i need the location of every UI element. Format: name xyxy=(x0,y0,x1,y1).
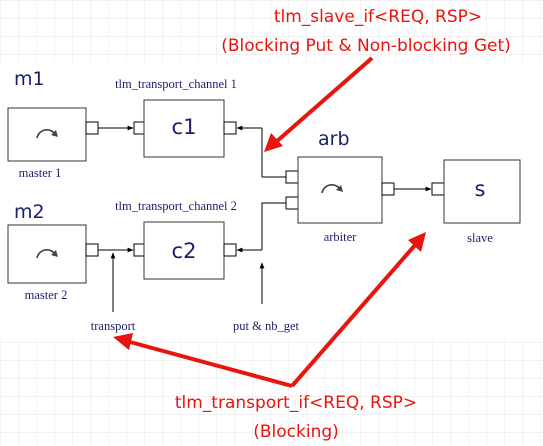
transport-label: transport xyxy=(91,319,136,333)
channel-1-label: tlm_transport_channel 1 xyxy=(115,77,237,91)
c1-output-port xyxy=(223,121,237,135)
arbiter-input-port-2 xyxy=(285,196,299,210)
slave-if-arrow xyxy=(264,56,374,152)
wire-arbiter-c1 xyxy=(261,128,286,178)
wire-arbiter-c2 xyxy=(261,202,286,250)
master-1-port xyxy=(85,121,99,135)
slave-label: slave xyxy=(467,231,493,245)
master-2-port xyxy=(85,243,99,257)
slave-if-subtitle: (Blocking Put & Non-blocking Get) xyxy=(221,36,511,56)
c2-output-port xyxy=(223,243,237,257)
slave-box xyxy=(443,159,521,224)
master-1-block xyxy=(7,107,99,162)
master-1-label: master 1 xyxy=(19,166,62,180)
process-icon xyxy=(36,129,58,139)
master-1-box xyxy=(7,107,87,162)
c2-input-port xyxy=(133,243,145,257)
c1-name: c1 xyxy=(172,115,197,139)
put-nb-get-label: put & nb_get xyxy=(233,319,299,333)
module-name-m2: m2 xyxy=(14,201,45,223)
process-icon xyxy=(36,249,58,259)
slave-name: s xyxy=(475,177,486,201)
master-2-block xyxy=(7,224,99,284)
channel-c2-block: c2 xyxy=(133,221,237,280)
slave-input-port xyxy=(431,182,445,196)
transport-if-arrow xyxy=(113,232,426,388)
module-name-arb: arb xyxy=(318,128,350,150)
arbiter-output-port xyxy=(381,182,395,196)
c2-name: c2 xyxy=(172,239,197,263)
arbiter-block xyxy=(285,156,395,224)
arbiter-label: arbiter xyxy=(324,230,357,244)
slave-if-title: tlm_slave_if<REQ, RSP> xyxy=(274,7,482,27)
connections xyxy=(98,125,432,312)
slave-block: s xyxy=(431,159,521,224)
channel-c1-block: c1 xyxy=(133,99,237,158)
process-icon xyxy=(321,184,343,194)
master-2-label: master 2 xyxy=(25,288,68,302)
transport-if-subtitle: (Blocking) xyxy=(253,422,339,442)
channel-2-label: tlm_transport_channel 2 xyxy=(115,199,237,213)
c1-input-port xyxy=(133,121,145,135)
transport-if-title: tlm_transport_if<REQ, RSP> xyxy=(175,393,417,413)
c2-box xyxy=(143,221,225,280)
module-name-m1: m1 xyxy=(14,68,45,90)
arbiter-input-port-1 xyxy=(285,170,299,184)
master-2-box xyxy=(7,224,87,284)
